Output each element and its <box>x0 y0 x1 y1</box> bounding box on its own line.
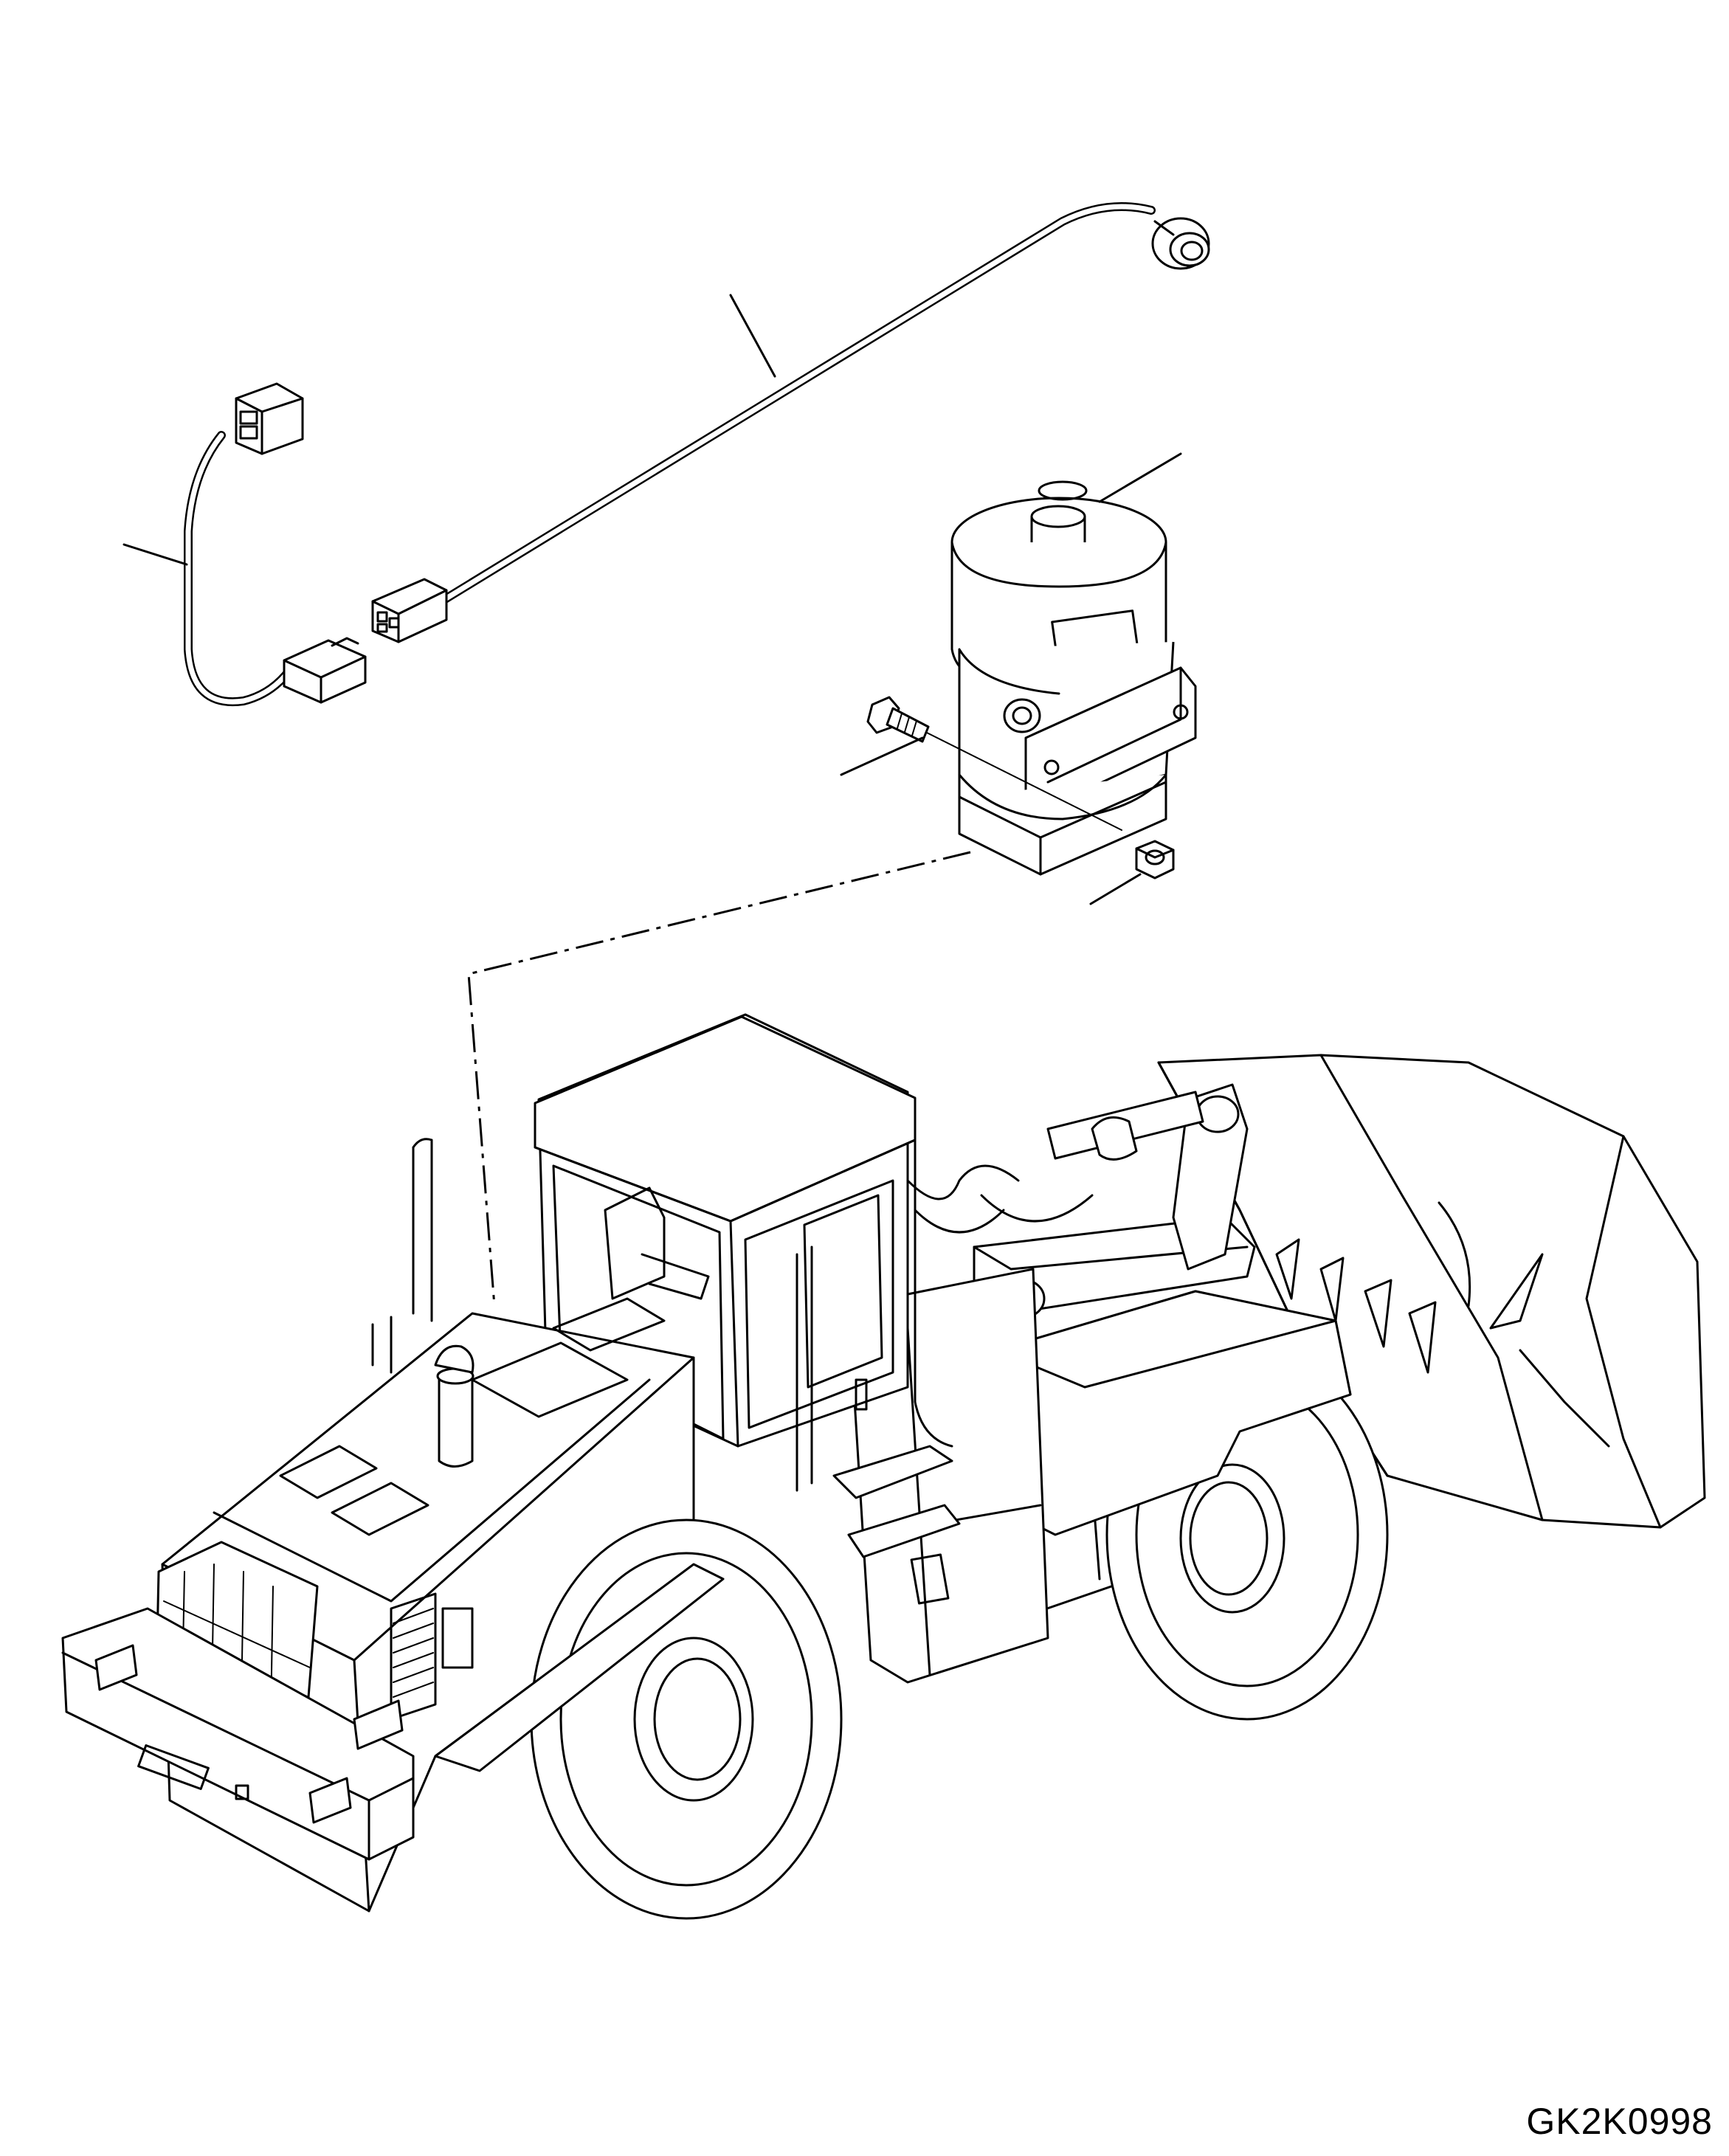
wheel-loader-icon <box>61 1013 1706 1920</box>
motor-unit-icon <box>922 480 1197 876</box>
bolt-icon <box>866 696 930 743</box>
short-harness-icon <box>184 382 367 707</box>
leader-lines <box>122 294 1182 905</box>
wiring-harness-icon <box>371 202 1210 643</box>
nut-icon <box>1135 840 1175 880</box>
drawing-code: GK2K0998 <box>1526 2101 1713 2142</box>
